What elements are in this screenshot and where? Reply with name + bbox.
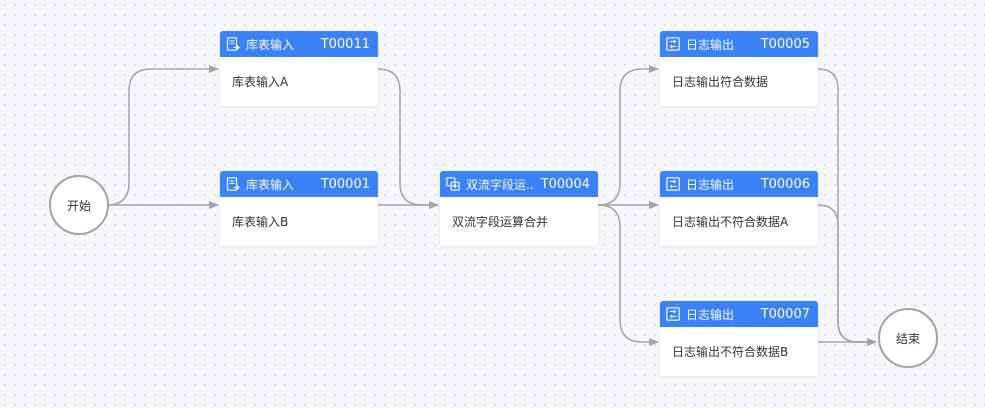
start-node-label: 开始	[66, 198, 91, 213]
edge-T00006-to-end	[817, 204, 877, 346]
node-type-label: 库表输入	[246, 37, 295, 52]
node-code: T00007	[760, 306, 810, 322]
node-T00011[interactable]: 库表输入 T00011 库表输入A	[220, 31, 378, 106]
node-name: 库表输入B	[232, 215, 289, 229]
node-type-label: 日志输出	[686, 37, 735, 52]
node-name: 日志输出不符合数据B	[672, 345, 789, 359]
node-type-label: 双流字段运...	[466, 177, 535, 192]
node-header: 库表输入 T00001	[220, 171, 378, 197]
merge-icon	[446, 177, 460, 191]
node-T00007[interactable]: 日志输出 T00007 日志输出不符合数据B	[660, 301, 818, 376]
log-output-icon	[666, 177, 680, 191]
node-header: 库表输入 T00011	[220, 31, 378, 57]
node-code: T00006	[760, 176, 810, 192]
node-T00001[interactable]: 库表输入 T00001 库表输入B	[220, 171, 378, 246]
node-header: 日志输出 T00007	[660, 301, 818, 327]
node-name: 库表输入A	[232, 75, 289, 89]
table-input-icon	[226, 177, 240, 191]
node-code: T00005	[760, 36, 810, 52]
edge-start-to-T00011	[106, 65, 219, 206]
node-code: T00011	[320, 36, 370, 52]
node-name: 日志输出不符合数据A	[672, 215, 789, 229]
table-input-icon	[226, 37, 240, 51]
edge-T00004-to-T00007	[597, 204, 659, 346]
edge-T00004-to-T00005	[597, 65, 659, 206]
node-header: 日志输出 T00005	[660, 31, 818, 57]
end-node-label: 结束	[895, 331, 920, 346]
node-T00006[interactable]: 日志输出 T00006 日志输出不符合数据A	[660, 171, 818, 246]
start-node[interactable]: 开始	[49, 175, 109, 235]
node-code: T00001	[320, 176, 370, 192]
node-header: 双流字段运... T00004	[440, 171, 598, 197]
node-T00004[interactable]: 双流字段运... T00004 双流字段运算合并	[440, 171, 598, 246]
node-type-label: 日志输出	[686, 177, 735, 192]
edge-T00005-to-end	[817, 68, 877, 346]
log-output-icon	[666, 37, 680, 51]
node-name: 日志输出符合数据	[672, 75, 769, 89]
node-type-label: 库表输入	[246, 177, 295, 192]
log-output-icon	[666, 307, 680, 321]
end-node[interactable]: 结束	[878, 308, 938, 368]
node-name: 双流字段运算合并	[452, 215, 549, 229]
node-header: 日志输出 T00006	[660, 171, 818, 197]
node-code: T00004	[540, 176, 590, 192]
edge-T00011-to-T00004	[377, 68, 439, 209]
node-T00005[interactable]: 日志输出 T00005 日志输出符合数据	[660, 31, 818, 106]
node-type-label: 日志输出	[686, 307, 735, 322]
